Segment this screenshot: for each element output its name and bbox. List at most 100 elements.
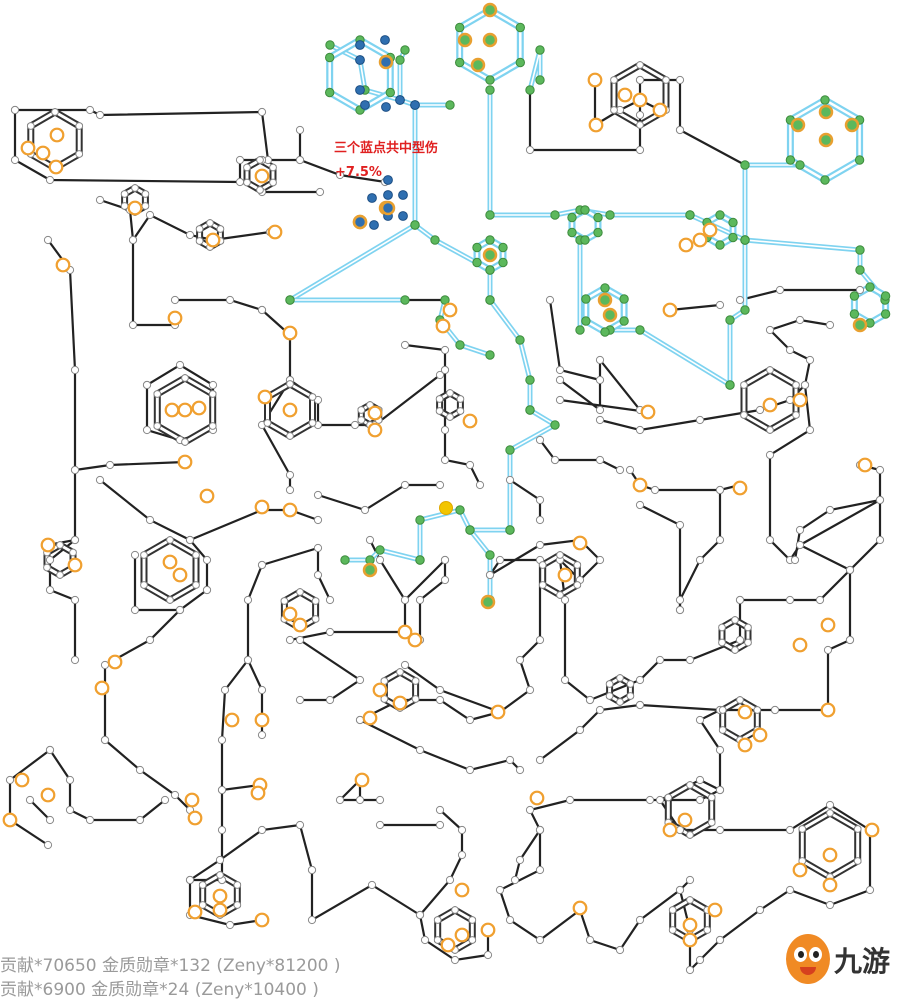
special-skill-node[interactable] bbox=[191, 400, 207, 416]
skill-node[interactable] bbox=[65, 805, 75, 815]
special-skill-node[interactable] bbox=[20, 140, 36, 156]
activated-skill-node[interactable] bbox=[485, 295, 495, 305]
special-skill-node[interactable] bbox=[2, 812, 18, 828]
selected-skill-node[interactable] bbox=[355, 85, 365, 95]
skill-node[interactable] bbox=[85, 815, 95, 825]
skill-node[interactable] bbox=[257, 560, 267, 570]
skill-node[interactable] bbox=[515, 655, 525, 665]
activated-skill-node[interactable] bbox=[593, 227, 603, 238]
skill-node[interactable] bbox=[535, 515, 545, 525]
skill-node[interactable] bbox=[625, 465, 635, 475]
skill-node[interactable] bbox=[435, 407, 444, 415]
skill-node[interactable] bbox=[70, 535, 80, 545]
skill-node[interactable] bbox=[805, 355, 815, 365]
skill-node[interactable] bbox=[450, 955, 460, 965]
special-skill-node[interactable] bbox=[662, 822, 678, 838]
skill-node[interactable] bbox=[525, 145, 535, 155]
special-skill-node[interactable] bbox=[557, 567, 573, 583]
skill-node[interactable] bbox=[744, 638, 752, 647]
skill-node[interactable] bbox=[216, 225, 225, 233]
skill-node[interactable] bbox=[185, 875, 195, 885]
special-skill-node[interactable] bbox=[282, 606, 298, 622]
skill-node[interactable] bbox=[131, 184, 139, 192]
skill-node[interactable] bbox=[800, 380, 810, 390]
skill-node[interactable] bbox=[525, 685, 535, 695]
skill-node[interactable] bbox=[595, 555, 605, 565]
skill-node[interactable] bbox=[875, 535, 885, 545]
activated-skill-node[interactable] bbox=[455, 340, 465, 350]
skill-node[interactable] bbox=[595, 705, 605, 715]
activated-skill-node[interactable] bbox=[325, 52, 335, 63]
skill-node[interactable] bbox=[605, 692, 614, 700]
selected-skill-node[interactable] bbox=[355, 40, 365, 50]
skill-node[interactable] bbox=[56, 541, 64, 549]
skill-node[interactable] bbox=[195, 225, 204, 233]
skill-node[interactable] bbox=[135, 765, 145, 775]
skill-node[interactable] bbox=[145, 515, 155, 525]
skill-node[interactable] bbox=[815, 595, 825, 605]
skill-node[interactable] bbox=[256, 156, 264, 164]
skill-node[interactable] bbox=[286, 432, 294, 440]
activated-special-node[interactable] bbox=[818, 104, 834, 120]
skill-node[interactable] bbox=[295, 125, 305, 135]
selected-skill-node[interactable] bbox=[395, 95, 405, 105]
activated-special-node[interactable] bbox=[597, 292, 613, 308]
skill-node[interactable] bbox=[755, 405, 765, 415]
special-skill-node[interactable] bbox=[212, 902, 228, 918]
activated-special-node[interactable] bbox=[818, 132, 834, 148]
skill-node[interactable] bbox=[257, 730, 267, 740]
skill-node[interactable] bbox=[785, 885, 795, 895]
skill-node[interactable] bbox=[635, 75, 645, 85]
selected-skill-node[interactable] bbox=[381, 102, 391, 112]
selected-skill-node[interactable] bbox=[367, 193, 377, 203]
skill-node[interactable] bbox=[766, 426, 774, 434]
skill-node[interactable] bbox=[845, 565, 855, 575]
skill-node[interactable] bbox=[707, 793, 716, 802]
skill-node[interactable] bbox=[675, 595, 685, 605]
skill-node[interactable] bbox=[295, 820, 305, 830]
activated-skill-node[interactable] bbox=[498, 242, 508, 253]
skill-node[interactable] bbox=[573, 561, 582, 569]
skill-node[interactable] bbox=[400, 660, 410, 670]
skill-node[interactable] bbox=[166, 596, 174, 604]
special-skill-node[interactable] bbox=[55, 257, 71, 273]
skill-node[interactable] bbox=[675, 825, 685, 835]
activated-skill-node[interactable] bbox=[854, 155, 865, 165]
activated-skill-node[interactable] bbox=[855, 265, 865, 275]
special-skill-node[interactable] bbox=[822, 847, 838, 863]
skill-node[interactable] bbox=[411, 695, 420, 703]
skill-node[interactable] bbox=[795, 315, 805, 325]
skill-node[interactable] bbox=[610, 106, 618, 114]
skill-node[interactable] bbox=[626, 680, 635, 688]
special-skill-node[interactable] bbox=[187, 810, 203, 826]
activated-skill-node[interactable] bbox=[880, 309, 891, 319]
special-skill-node[interactable] bbox=[732, 480, 748, 496]
special-skill-node[interactable] bbox=[40, 787, 56, 803]
skill-node[interactable] bbox=[175, 360, 185, 370]
skill-node[interactable] bbox=[736, 696, 744, 704]
skill-node[interactable] bbox=[433, 916, 442, 924]
skill-node[interactable] bbox=[175, 605, 185, 615]
special-skill-node[interactable] bbox=[199, 488, 215, 504]
skill-node[interactable] bbox=[153, 390, 162, 398]
skill-node[interactable] bbox=[128, 235, 138, 245]
skill-node[interactable] bbox=[202, 585, 212, 595]
skill-node[interactable] bbox=[707, 818, 716, 827]
skill-node[interactable] bbox=[685, 875, 695, 885]
skill-node[interactable] bbox=[235, 177, 245, 187]
activated-skill-node[interactable] bbox=[785, 155, 796, 165]
skill-node[interactable] bbox=[731, 646, 739, 654]
skill-node[interactable] bbox=[215, 855, 225, 865]
skill-node[interactable] bbox=[675, 885, 685, 895]
special-skill-node[interactable] bbox=[529, 790, 545, 806]
special-skill-node[interactable] bbox=[662, 302, 678, 318]
skill-node[interactable] bbox=[142, 425, 152, 435]
skill-node[interactable] bbox=[456, 407, 465, 415]
skill-node[interactable] bbox=[257, 685, 267, 695]
activated-skill-node[interactable] bbox=[535, 75, 545, 85]
skill-node[interactable] bbox=[718, 706, 727, 714]
activated-skill-node[interactable] bbox=[880, 291, 891, 301]
skill-node[interactable] bbox=[217, 825, 227, 835]
skill-node[interactable] bbox=[308, 393, 317, 401]
activated-skill-node[interactable] bbox=[715, 240, 725, 250]
